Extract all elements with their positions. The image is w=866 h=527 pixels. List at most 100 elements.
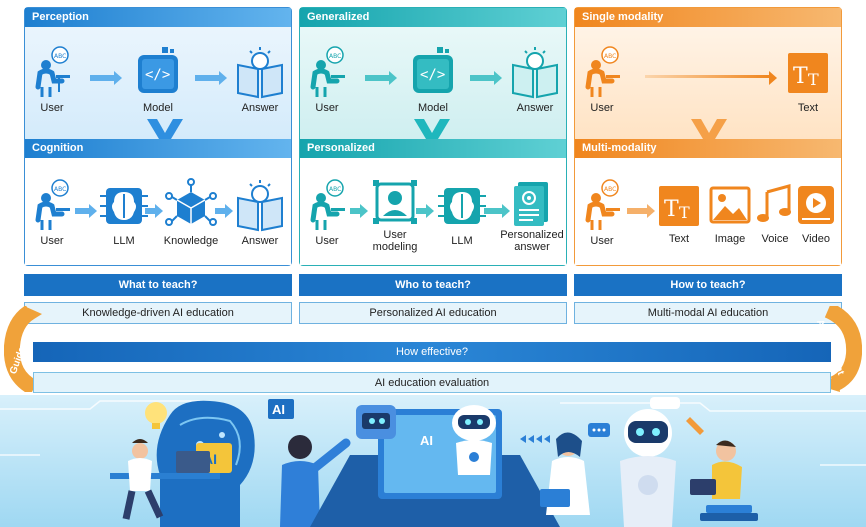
svg-text:AI: AI [420, 433, 433, 448]
user-at-desk-icon: ABC [35, 46, 70, 97]
what-to-teach-bar: What to teach? [24, 274, 292, 296]
multi-modal-label: Multi-modal AI education [574, 302, 842, 324]
header-single-modality: Single modality [575, 8, 841, 27]
arrow-right-icon [90, 71, 122, 85]
evaluation-label: AI education evaluation [33, 372, 831, 393]
svg-text:ABC: ABC [54, 186, 66, 193]
svg-text:ABC: ABC [329, 186, 341, 193]
scene-artwork: AI AI AI [0, 397, 866, 527]
user-at-desk-icon: ABC [310, 46, 345, 97]
arrow-right-icon [75, 204, 97, 218]
panel-knowledge-driven: Perception ABC User </> Model Answer Cog… [24, 7, 292, 266]
user-at-desk-icon: ABC [310, 179, 345, 230]
arrow-right-icon [484, 204, 510, 218]
teacher-illustration [280, 435, 351, 527]
node-answer: Answer [225, 178, 295, 247]
node-answer: Answer [500, 45, 570, 114]
music-note-icon [757, 184, 791, 222]
student-at-laptop-illustration [110, 439, 220, 520]
open-book-bulb-icon [237, 47, 283, 99]
arrow-right-icon [416, 204, 434, 218]
svg-text:AI: AI [272, 402, 285, 417]
open-book-bulb-icon [512, 47, 558, 99]
code-window-icon: </> [413, 47, 453, 93]
header-multi-modality: Multi-modality [575, 139, 841, 158]
svg-text:T: T [679, 203, 690, 222]
node-label: User modeling [372, 229, 418, 253]
node-model: </> Model [123, 45, 193, 114]
chat-bubble-icon [588, 423, 610, 437]
open-book-bulb-icon [237, 180, 283, 232]
node-label: Knowledge [163, 235, 219, 247]
svg-text:T: T [664, 197, 679, 222]
node-user: ABC User [292, 178, 362, 247]
node-answer: Answer [225, 45, 295, 114]
code-window-icon: </> [138, 47, 178, 93]
svg-text:ABC: ABC [329, 53, 341, 60]
guidance-loop-arrow [4, 306, 42, 392]
node-model: </> Model [398, 45, 468, 114]
ai-chat-badge: AI [268, 399, 294, 419]
node-label: Video [802, 233, 830, 245]
node-user: ABC User [17, 178, 87, 247]
pencil-icon [686, 417, 704, 435]
node-user: ABC User [292, 45, 362, 114]
node-image: Image [695, 180, 765, 245]
node-label: Answer [516, 102, 554, 114]
user-at-desk-icon: ABC [585, 46, 620, 97]
arrow-right-icon [350, 204, 368, 218]
who-to-teach-bar: Who to teach? [299, 274, 567, 296]
robot-illustration [620, 397, 680, 527]
node-label: Text [668, 233, 690, 245]
node-llm: LLM [89, 178, 159, 247]
node-user: ABC User [17, 45, 87, 114]
arrow-right-icon [470, 71, 502, 85]
arrow-right-icon [215, 204, 233, 218]
node-knowledge: Knowledge [156, 178, 226, 247]
how-to-teach-bar: How to teach? [574, 274, 842, 296]
user-at-desk-icon: ABC [35, 179, 70, 230]
arrow-right-icon [645, 71, 777, 85]
node-voice: Voice [740, 180, 810, 245]
user-profile-frame-icon [373, 180, 417, 224]
ai-education-illustration: AI AI AI [0, 395, 866, 527]
svg-text:ABC: ABC [604, 186, 616, 193]
node-label: LLM [451, 235, 473, 247]
svg-text:T: T [808, 70, 819, 89]
arrow-right-icon [365, 71, 397, 85]
node-label: User [590, 102, 614, 114]
header-cognition: Cognition [25, 139, 291, 158]
node-label: User [315, 102, 339, 114]
document-target-icon [514, 182, 548, 226]
node-video: Video [781, 180, 851, 245]
brain-chip-icon [438, 188, 486, 224]
node-label: User [40, 102, 64, 114]
svg-text:ABC: ABC [54, 53, 66, 60]
svg-text:</>: </> [420, 67, 445, 83]
knowledge-cube-icon [165, 178, 217, 226]
video-player-icon [798, 186, 834, 224]
node-llm: LLM [427, 178, 497, 247]
personalized-section: ABC User User modeling LLM Personalized … [300, 158, 566, 265]
svg-text:T: T [793, 64, 808, 89]
light-bulb-icon [145, 402, 167, 429]
svg-text:ABC: ABC [604, 53, 616, 60]
svg-text:</>: </> [145, 67, 170, 83]
arrow-right-icon [195, 71, 227, 85]
node-label: Voice [761, 233, 789, 245]
node-label: Answer [241, 102, 279, 114]
node-label: Text [797, 102, 819, 114]
node-user: ABC User [567, 45, 637, 114]
node-label: Answer [241, 235, 279, 247]
node-label: User [40, 235, 64, 247]
perception-section: ABC User </> Model Answer [25, 27, 291, 159]
node-label: LLM [113, 235, 135, 247]
node-user-modeling: User modeling [360, 178, 430, 253]
arrow-right-icon [145, 204, 163, 218]
